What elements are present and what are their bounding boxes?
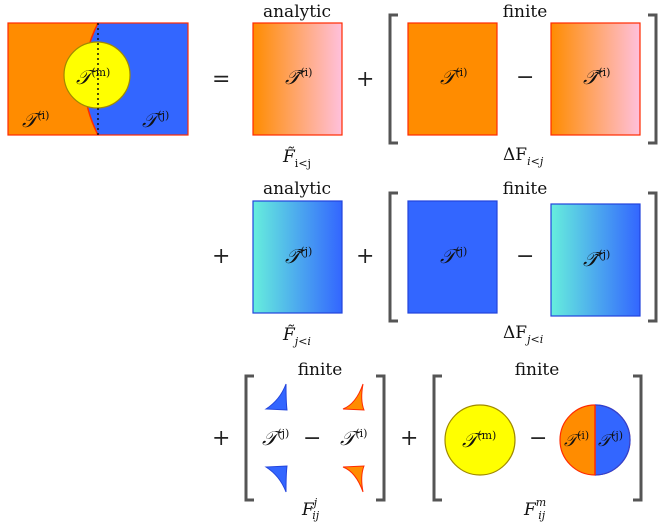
bracket-left-1	[388, 13, 398, 145]
bracket-right-2	[648, 191, 658, 323]
label-DeltaF-i-lt-j: ΔFi<j	[503, 145, 544, 168]
label-finite-3: finite	[298, 360, 343, 380]
plus-sign-2: +	[212, 244, 230, 269]
label-finite-1: finite	[503, 2, 548, 22]
label-T-j-crescent: 𝒯(j)	[262, 426, 289, 450]
bracket-right-1	[648, 13, 658, 145]
label-F-tilde-j-lt-i: F̃j<i	[282, 325, 311, 348]
box-tilde-T-j	[252, 200, 343, 314]
box-tilde-T-j-2	[550, 203, 641, 317]
label-analytic-1: analytic	[263, 2, 331, 22]
crescent-orange-top	[342, 383, 365, 411]
box-T-j	[407, 200, 498, 314]
box-tilde-T-i-2	[550, 22, 641, 136]
split-circle: 𝒯(i) 𝒯(j)	[559, 404, 631, 476]
label-finite-2: finite	[503, 179, 548, 199]
minus-sign-1: −	[516, 65, 534, 90]
equals-sign: =	[212, 67, 230, 92]
label-DeltaF-j-lt-i: ΔFj<i	[503, 323, 543, 346]
region-m	[63, 41, 131, 109]
plus-sign-3: +	[356, 244, 374, 269]
minus-sign-4: −	[529, 426, 547, 451]
box-T-i	[407, 22, 498, 136]
label-F-tilde-i-lt-j: F̃i<j	[282, 147, 311, 170]
minus-sign-3: −	[303, 426, 321, 451]
minus-sign-2: −	[516, 244, 534, 269]
label-T-i-crescent: 𝒯(i)	[340, 426, 367, 450]
bracket-left-2	[388, 191, 398, 323]
bracket-right-3	[376, 374, 386, 502]
label-analytic-2: analytic	[263, 179, 331, 199]
circle-T-m	[444, 404, 516, 476]
bracket-left-4	[432, 374, 442, 502]
bracket-right-4	[633, 374, 643, 502]
crescent-orange-bottom	[342, 465, 365, 493]
crescent-blue-top	[264, 383, 288, 411]
crescent-blue-bottom	[264, 465, 288, 493]
plus-sign-5: +	[400, 426, 418, 451]
bracket-left-3	[244, 374, 254, 502]
plus-sign-1: +	[356, 67, 374, 92]
plus-sign-4: +	[212, 426, 230, 451]
label-finite-4: finite	[515, 360, 560, 380]
box-tilde-T-i	[252, 22, 343, 136]
full-configuration: 𝒯(m) 𝒯(i) 𝒯(j)	[7, 22, 189, 136]
